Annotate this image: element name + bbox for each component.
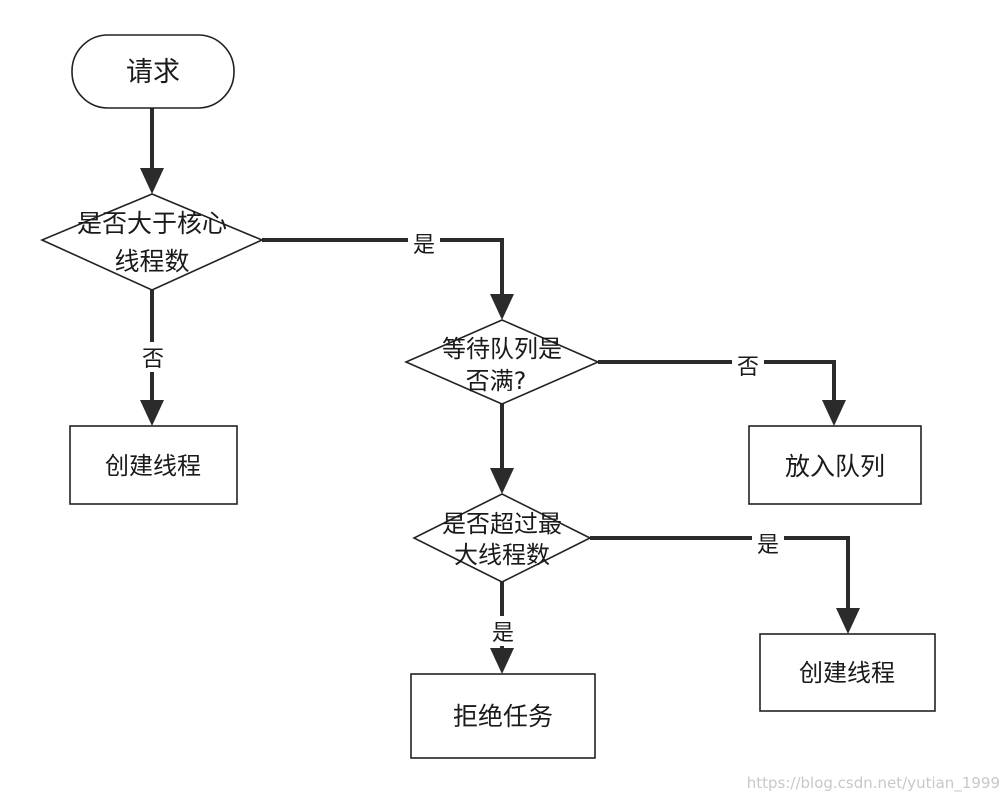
edge-core-yes: 是 [262,228,514,320]
edge-label-max-yes-right: 是 [757,533,779,558]
node-reject: 拒绝任务 [410,673,596,759]
node-check-core-line1: 是否大于核心 [77,209,227,238]
node-create-thread-2: 创建线程 [759,633,936,712]
node-start: 请求 [71,34,235,109]
node-enqueue: 放入队列 [748,425,922,505]
node-check-queue-line2: 否满? [466,367,527,395]
edge-max-yes-right: 是 [590,528,860,634]
edge-label-max-yes-down: 是 [492,621,514,646]
edge-label-core-yes: 是 [413,233,435,258]
edge-label-queue-no: 否 [737,355,759,380]
node-start-label: 请求 [126,57,180,88]
node-check-max: 是否超过最 大线程数 [412,493,592,583]
node-enqueue-label: 放入队列 [785,452,885,481]
node-create-thread-1-label: 创建线程 [105,452,201,480]
edge-queue-to-check-max [490,404,514,494]
edge-queue-no: 否 [598,350,846,426]
node-check-max-line1: 是否超过最 [442,510,562,538]
edge-core-no: 否 [138,290,166,426]
node-create-thread-2-label: 创建线程 [799,659,895,687]
node-reject-label: 拒绝任务 [453,702,553,731]
node-check-core: 是否大于核心 线程数 [39,193,265,291]
node-check-core-line2: 线程数 [114,247,189,276]
node-check-queue-line1: 等待队列是 [442,335,562,363]
watermark-text: https://blog.csdn.net/yutian_1999 [747,774,1000,793]
edge-label-core-no: 否 [142,347,164,372]
edge-start-to-check-core [140,108,164,194]
node-check-max-line2: 大线程数 [454,541,550,569]
node-check-queue: 等待队列是 否满? [404,319,600,405]
edge-max-yes-down: 是 [488,582,518,674]
node-create-thread-1: 创建线程 [69,425,238,505]
